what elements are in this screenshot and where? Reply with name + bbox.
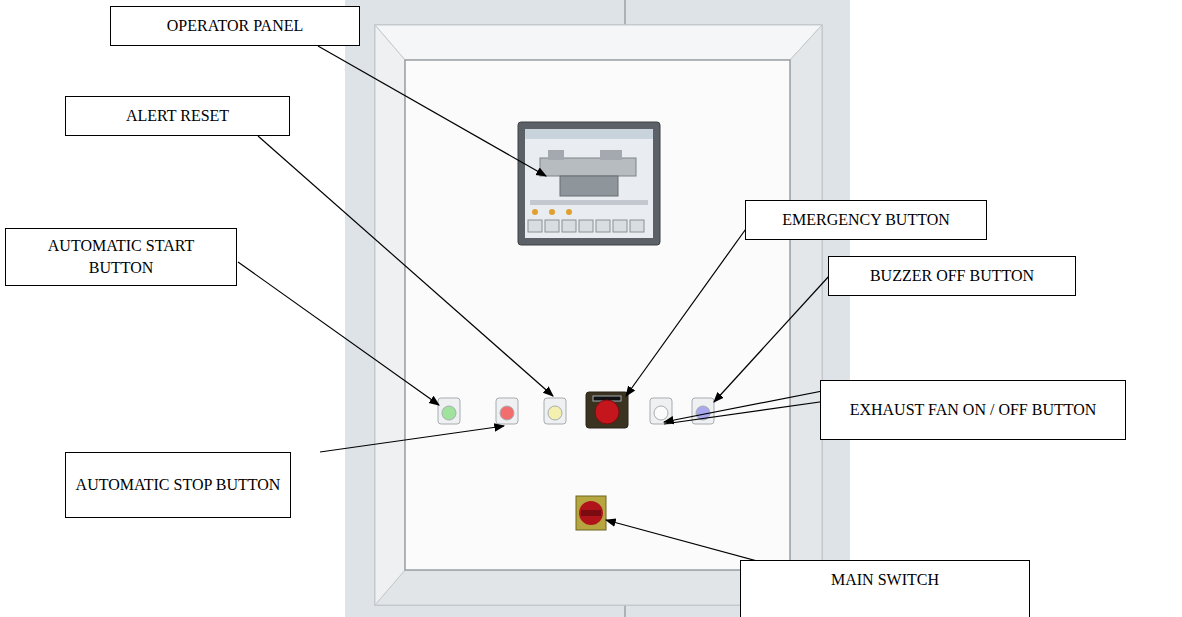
callout-label: AUTOMATIC START BUTTON: [14, 235, 228, 278]
callout-label: EXHAUST FAN ON / OFF BUTTON: [850, 399, 1097, 421]
cabinet-door: [375, 25, 822, 605]
callout-label: MAIN SWITCH: [831, 569, 939, 591]
callout-box: AUTOMATIC STOP BUTTON: [65, 452, 291, 518]
callout-box: BUZZER OFF BUTTON: [828, 256, 1076, 296]
callout-box: OPERATOR PANEL: [110, 6, 360, 46]
callout-box: MAIN SWITCH: [740, 560, 1030, 617]
door-panel: [405, 60, 790, 570]
leader-lines: [238, 46, 878, 594]
callout-label: ALERT RESET: [126, 105, 229, 127]
callout-label: AUTOMATIC STOP BUTTON: [76, 474, 281, 496]
callout-label: BUZZER OFF BUTTON: [870, 265, 1034, 287]
callout-box: AUTOMATIC START BUTTON: [5, 228, 237, 286]
operator-screen: [518, 122, 660, 245]
callout-box: ALERT RESET: [65, 96, 290, 136]
main-switch: [576, 496, 606, 530]
wall: [345, 0, 850, 617]
callout-box: EMERGENCY BUTTON: [745, 200, 987, 240]
callout-label: OPERATOR PANEL: [167, 15, 303, 37]
callout-label: EMERGENCY BUTTON: [782, 209, 950, 231]
callout-box: EXHAUST FAN ON / OFF BUTTON: [820, 380, 1126, 440]
